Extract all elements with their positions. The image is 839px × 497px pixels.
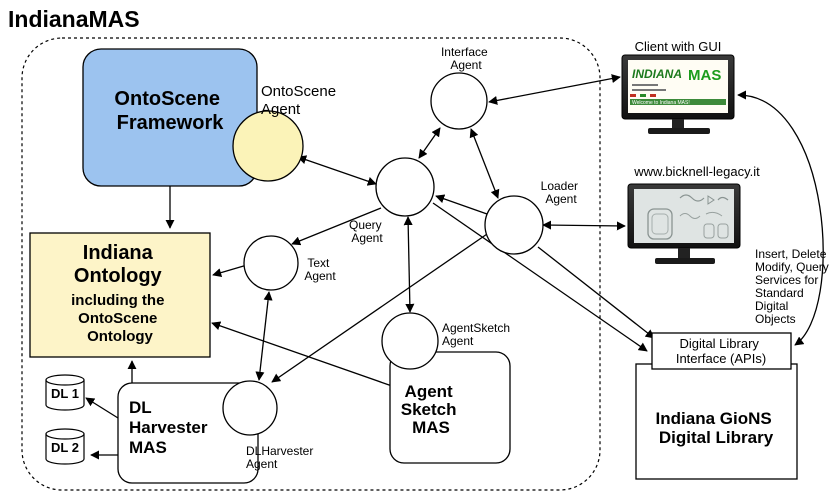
gions-line-1: Indiana GioNS xyxy=(656,409,772,428)
ontology-line-4: OntoScene xyxy=(78,310,157,327)
svg-text:Indiana Ontology inclu: Indiana Ontology including the OntoScene… xyxy=(71,242,169,345)
text-agent-node xyxy=(243,235,299,291)
arrow-query-to-text xyxy=(291,207,382,246)
dl1-label: DL 1 xyxy=(51,386,79,401)
arrow-interface-loader xyxy=(469,128,500,199)
interface-agent-label-2: Agent xyxy=(450,58,482,72)
apis-line-1: Digital Library xyxy=(679,336,759,351)
svg-text:DL Harvester MAS: DL Harvester MAS xyxy=(129,398,212,457)
dl2-label: DL 2 xyxy=(51,440,79,455)
arrow-loader-apis xyxy=(537,246,655,339)
arrow-query-apis xyxy=(432,202,648,352)
diagram-title: IndianaMAS xyxy=(8,6,140,32)
query-agent-label-1: Query xyxy=(349,218,382,232)
text-agent-label-1: Text xyxy=(307,256,330,270)
ops-note-4: Standard xyxy=(755,286,804,300)
apis-line-2: Interface (APIs) xyxy=(676,351,766,366)
svg-text:Agent Sketch MAS: Agent Sketch MAS xyxy=(401,382,461,437)
client-welcome: Welcome to Indiana MAS! xyxy=(632,100,690,106)
client-label: Client with GUI xyxy=(635,39,722,54)
svg-text:AgentSketch Agent: AgentSketch Agent xyxy=(442,321,513,348)
website-monitor xyxy=(627,183,741,264)
dl-apis-box xyxy=(651,332,792,370)
svg-text:Loader Agent: Loader Agent xyxy=(541,179,582,206)
agentsketch-agent-label-2: Agent xyxy=(442,334,474,348)
sketch-mas-line-1: Agent xyxy=(405,382,454,401)
sketch-mas-line-2: Sketch xyxy=(401,400,457,419)
loader-agent-label-1: Loader xyxy=(541,179,578,193)
svg-text:Indiana GioNS Digital Libr: Indiana GioNS Digital Library xyxy=(656,409,777,447)
loader-agent-node xyxy=(484,195,544,255)
dlharvester-agent-label-2: Agent xyxy=(246,457,278,471)
query-agent-label-2: Agent xyxy=(351,231,383,245)
ontology-line-5: Ontology xyxy=(87,328,153,345)
harvester-mas-line-1: DL xyxy=(129,398,151,417)
agentsketch-agent-node xyxy=(381,312,439,370)
mas-boundary xyxy=(21,37,601,491)
loader-agent-label-2: Agent xyxy=(545,192,577,206)
ontoscene-agent-label-1: OntoScene xyxy=(261,83,336,100)
arrow-query-interface xyxy=(418,127,441,159)
arrow-harvester-dl1 xyxy=(85,397,119,419)
ops-note-5: Digital xyxy=(755,299,788,313)
sketch-mas-line-3: MAS xyxy=(412,418,450,437)
client-monitor: INDIANA MAS Welcome to Indiana MAS! xyxy=(621,54,735,134)
svg-text:OntoScene Framework: OntoScene Framework xyxy=(114,88,225,134)
connectors xyxy=(85,74,824,460)
dl2-database: DL 2 xyxy=(45,428,85,465)
svg-text:Interface Agent: Interface Agent xyxy=(441,45,491,72)
arrow-sketch-to-ontology xyxy=(211,321,393,387)
arrow-loader-website xyxy=(542,220,626,231)
arrow-ontoscene-query xyxy=(297,155,377,186)
arrow-text-harvester xyxy=(255,291,273,381)
ontoscene-agent-label-2: Agent xyxy=(261,101,301,118)
text-agent-label-2: Agent xyxy=(304,269,336,283)
arrow-interface-client xyxy=(488,74,621,105)
client-brand: INDIANA xyxy=(632,67,682,81)
ops-note-1: Insert, Delete xyxy=(755,247,827,261)
ontology-line-2: Ontology xyxy=(74,265,163,287)
ops-note-6: Objects xyxy=(755,312,796,326)
svg-text:Text Agent: Text Agent xyxy=(304,256,336,283)
svg-text:Digital Library Interface: Digital Library Interface (APIs) xyxy=(676,336,766,366)
svg-text:Insert, Delete Modify, Que: Insert, Delete Modify, Query Services fo… xyxy=(755,247,832,326)
dl1-database: DL 1 xyxy=(45,374,85,411)
dlharvester-agent-label-1: DLHarvester xyxy=(246,444,313,458)
indiana-ontology-box xyxy=(29,232,211,358)
dlharvester-agent-node xyxy=(222,380,278,436)
arrow-client-apis xyxy=(737,90,824,346)
arrow-query-sketch xyxy=(403,216,415,313)
svg-text:Query Agent: Query Agent xyxy=(349,218,385,245)
gions-library-box xyxy=(635,363,798,480)
query-agent-node xyxy=(375,157,435,217)
harvester-mas-line-2: Harvester xyxy=(129,418,208,437)
ops-note-3: Services for xyxy=(755,273,818,287)
ontoscene-agent-node xyxy=(232,110,304,182)
interface-agent-node xyxy=(430,72,488,130)
agentsketch-agent-label-1: AgentSketch xyxy=(442,321,510,335)
ops-note-2: Modify, Query xyxy=(755,260,829,274)
svg-text:DLHarvester Agent: DLHarvester Agent xyxy=(246,444,317,471)
arrow-text-to-ontology xyxy=(212,264,248,278)
framework-line-1: OntoScene xyxy=(114,88,220,110)
agent-sketch-mas-box xyxy=(389,351,511,464)
svg-text:OntoScene Agent: OntoScene Agent xyxy=(261,83,340,118)
gions-line-2: Digital Library xyxy=(659,428,774,447)
ontology-line-1: Indiana xyxy=(83,242,154,264)
framework-line-2: Framework xyxy=(117,112,225,134)
ontology-line-3: including the xyxy=(71,292,164,309)
interface-agent-label-1: Interface xyxy=(441,45,488,59)
arrow-loader-to-query xyxy=(435,194,488,215)
website-label: www.bicknell-legacy.it xyxy=(633,164,760,179)
arrow-loader-to-harvester xyxy=(271,231,491,383)
client-brand-2: MAS xyxy=(688,67,721,84)
harvester-mas-line-3: MAS xyxy=(129,438,167,457)
